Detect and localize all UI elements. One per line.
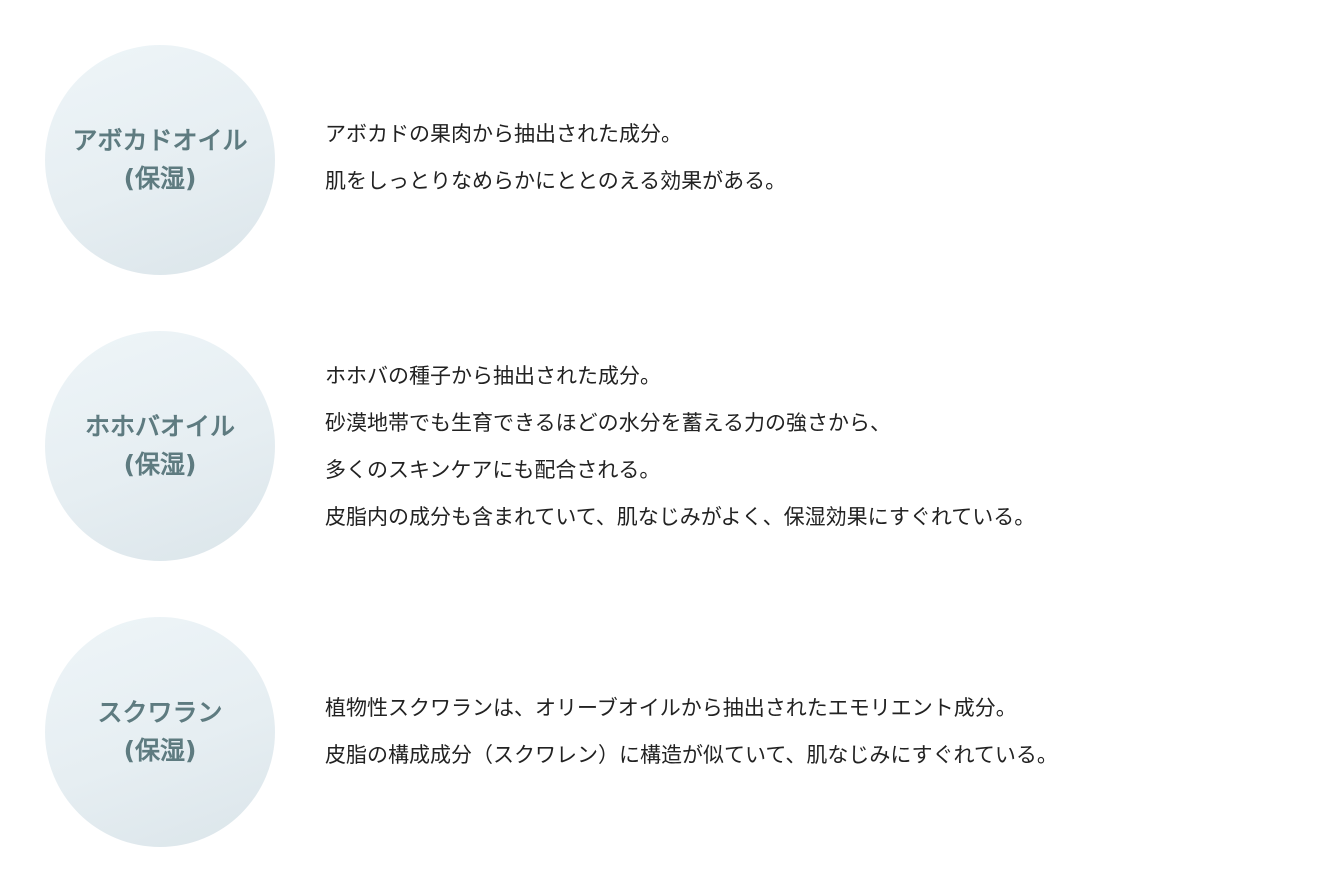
ingredient-name: アボカドオイル (72, 126, 248, 155)
ingredient-name: スクワラン (97, 698, 223, 727)
description-line: 砂漠地帯でも生育できるほどの水分を蓄える力の強さから、 (325, 411, 891, 435)
ingredient-tag: (保湿) (123, 736, 197, 765)
description-line: 肌をしっとりなめらかにととのえる効果がある。 (325, 169, 787, 193)
ingredient-badge: ホホバオイル (保湿) (45, 331, 275, 561)
description-line: 多くのスキンケアにも配合される。 (325, 458, 661, 482)
description-line: 植物性スクワランは、オリーブオイルから抽出されたエモリエント成分。 (325, 696, 1017, 720)
description-line: アボカドの果肉から抽出された成分。 (325, 122, 682, 146)
ingredient-badge: アボカドオイル (保湿) (45, 45, 275, 275)
ingredient-tag: (保湿) (123, 164, 197, 193)
ingredient-tag: (保湿) (123, 450, 197, 479)
ingredient-description: アボカドの果肉から抽出された成分。 肌をしっとりなめらかにととのえる効果がある。 (325, 111, 786, 205)
ingredient-description: ホホバの種子から抽出された成分。 砂漠地帯でも生育できるほどの水分を蓄える力の強… (325, 353, 1035, 541)
ingredient-description: 植物性スクワランは、オリーブオイルから抽出されたエモリエント成分。 皮脂の構成成… (325, 685, 1058, 779)
description-line: 皮脂内の成分も含まれていて、肌なじみがよく、保湿効果にすぐれている。 (325, 505, 1036, 529)
description-line: ホホバの種子から抽出された成分。 (325, 364, 661, 388)
description-line: 皮脂の構成成分（スクワレン）に構造が似ていて、肌なじみにすぐれている。 (325, 743, 1058, 767)
ingredient-badge: スクワラン (保湿) (45, 617, 275, 847)
ingredient-name: ホホバオイル (84, 412, 235, 441)
